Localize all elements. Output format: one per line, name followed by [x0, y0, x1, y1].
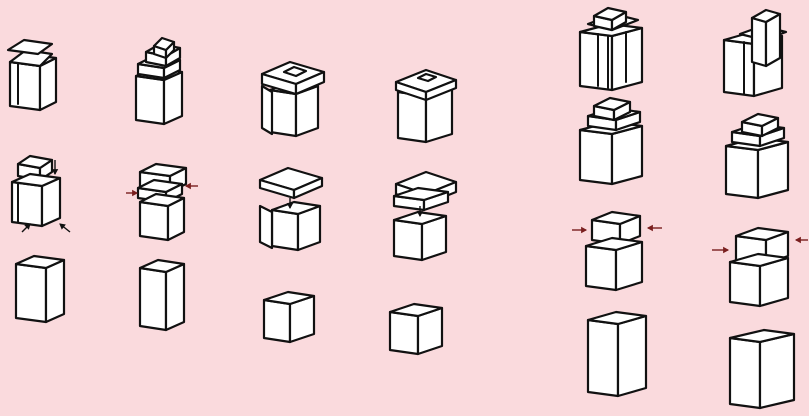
push-in-arrow — [60, 224, 70, 232]
tall-box — [580, 24, 642, 90]
arrow-head — [582, 228, 586, 233]
arrow-head — [648, 226, 652, 231]
exploded-massing — [12, 156, 70, 232]
base-block — [588, 312, 646, 396]
box-face-left — [264, 300, 290, 342]
side-fin — [260, 206, 272, 248]
box-face-left — [12, 182, 42, 226]
box-face-left — [394, 220, 422, 260]
base-massing — [390, 304, 442, 354]
tower-piece — [752, 10, 780, 66]
box-face-right — [46, 260, 64, 322]
column-3 — [260, 62, 324, 342]
box-face-right — [166, 264, 184, 330]
main-box — [726, 138, 788, 198]
box-face-left — [588, 320, 618, 396]
base-block — [16, 256, 64, 322]
move-down-arrow — [53, 160, 58, 174]
box-face-left — [136, 76, 164, 124]
right-panel — [572, 8, 808, 408]
box-face-left — [730, 338, 760, 408]
lower-block — [394, 212, 446, 260]
column-4 — [390, 70, 456, 354]
box-face-left — [272, 210, 298, 250]
box-face-right — [760, 334, 794, 408]
assembled-massing — [396, 70, 456, 142]
detailed-massing — [724, 10, 786, 96]
lower-block — [730, 254, 788, 306]
base-massing — [16, 256, 64, 322]
exploded-massing — [260, 168, 322, 250]
push-right-arrow — [712, 248, 728, 253]
base-block — [730, 330, 794, 408]
push-in-arrow — [22, 224, 30, 232]
box-face-left — [140, 202, 168, 240]
box-face-left — [16, 264, 46, 322]
box-face-left — [10, 62, 40, 110]
push-right-arrow — [126, 191, 137, 196]
push-left-arrow — [648, 226, 662, 231]
exploded-massing — [712, 228, 808, 306]
detailed-massing — [580, 8, 642, 90]
base-massing — [730, 330, 794, 408]
base-block — [390, 304, 442, 354]
push-left-arrow — [186, 184, 198, 189]
lower-block — [12, 174, 60, 226]
box-face-right — [612, 126, 642, 184]
base-massing — [588, 312, 646, 396]
side-fin — [262, 86, 272, 134]
box-face-left — [752, 18, 766, 66]
box-face-left — [730, 262, 760, 306]
arrow-head — [53, 170, 58, 174]
lower-block — [586, 238, 642, 290]
assembled-massing — [726, 114, 788, 198]
box-face-left — [726, 146, 758, 198]
exploded-massing — [572, 212, 662, 290]
assembled-massing — [262, 62, 324, 136]
box-face-left — [140, 268, 166, 330]
assembled-massing — [136, 38, 182, 124]
push-left-arrow — [796, 238, 808, 243]
push-right-arrow — [572, 228, 586, 233]
column-5 — [572, 8, 662, 396]
exploded-massing — [394, 172, 456, 260]
column-2 — [126, 38, 198, 330]
base-block — [264, 292, 314, 342]
arrow-head — [133, 191, 137, 196]
base-massing — [264, 292, 314, 342]
assembled-massing — [8, 40, 56, 110]
exploded-massing — [126, 164, 198, 240]
column-1 — [8, 40, 70, 322]
base-block — [140, 260, 184, 330]
assembled-massing — [580, 98, 642, 184]
left-panel — [8, 38, 456, 354]
lower-block — [272, 202, 320, 250]
arrow-head — [796, 238, 800, 243]
box-face-left — [390, 312, 418, 354]
box-face-left — [270, 90, 296, 136]
arrow-head — [724, 248, 728, 253]
main-box — [580, 122, 642, 184]
column-6 — [712, 10, 808, 408]
box-face-right — [618, 316, 646, 396]
box-face-left — [580, 130, 612, 184]
box-face-right — [758, 142, 788, 198]
box-face-left — [586, 246, 616, 290]
box-face-left — [724, 40, 754, 96]
base-massing — [140, 260, 184, 330]
lower-block — [140, 194, 184, 240]
